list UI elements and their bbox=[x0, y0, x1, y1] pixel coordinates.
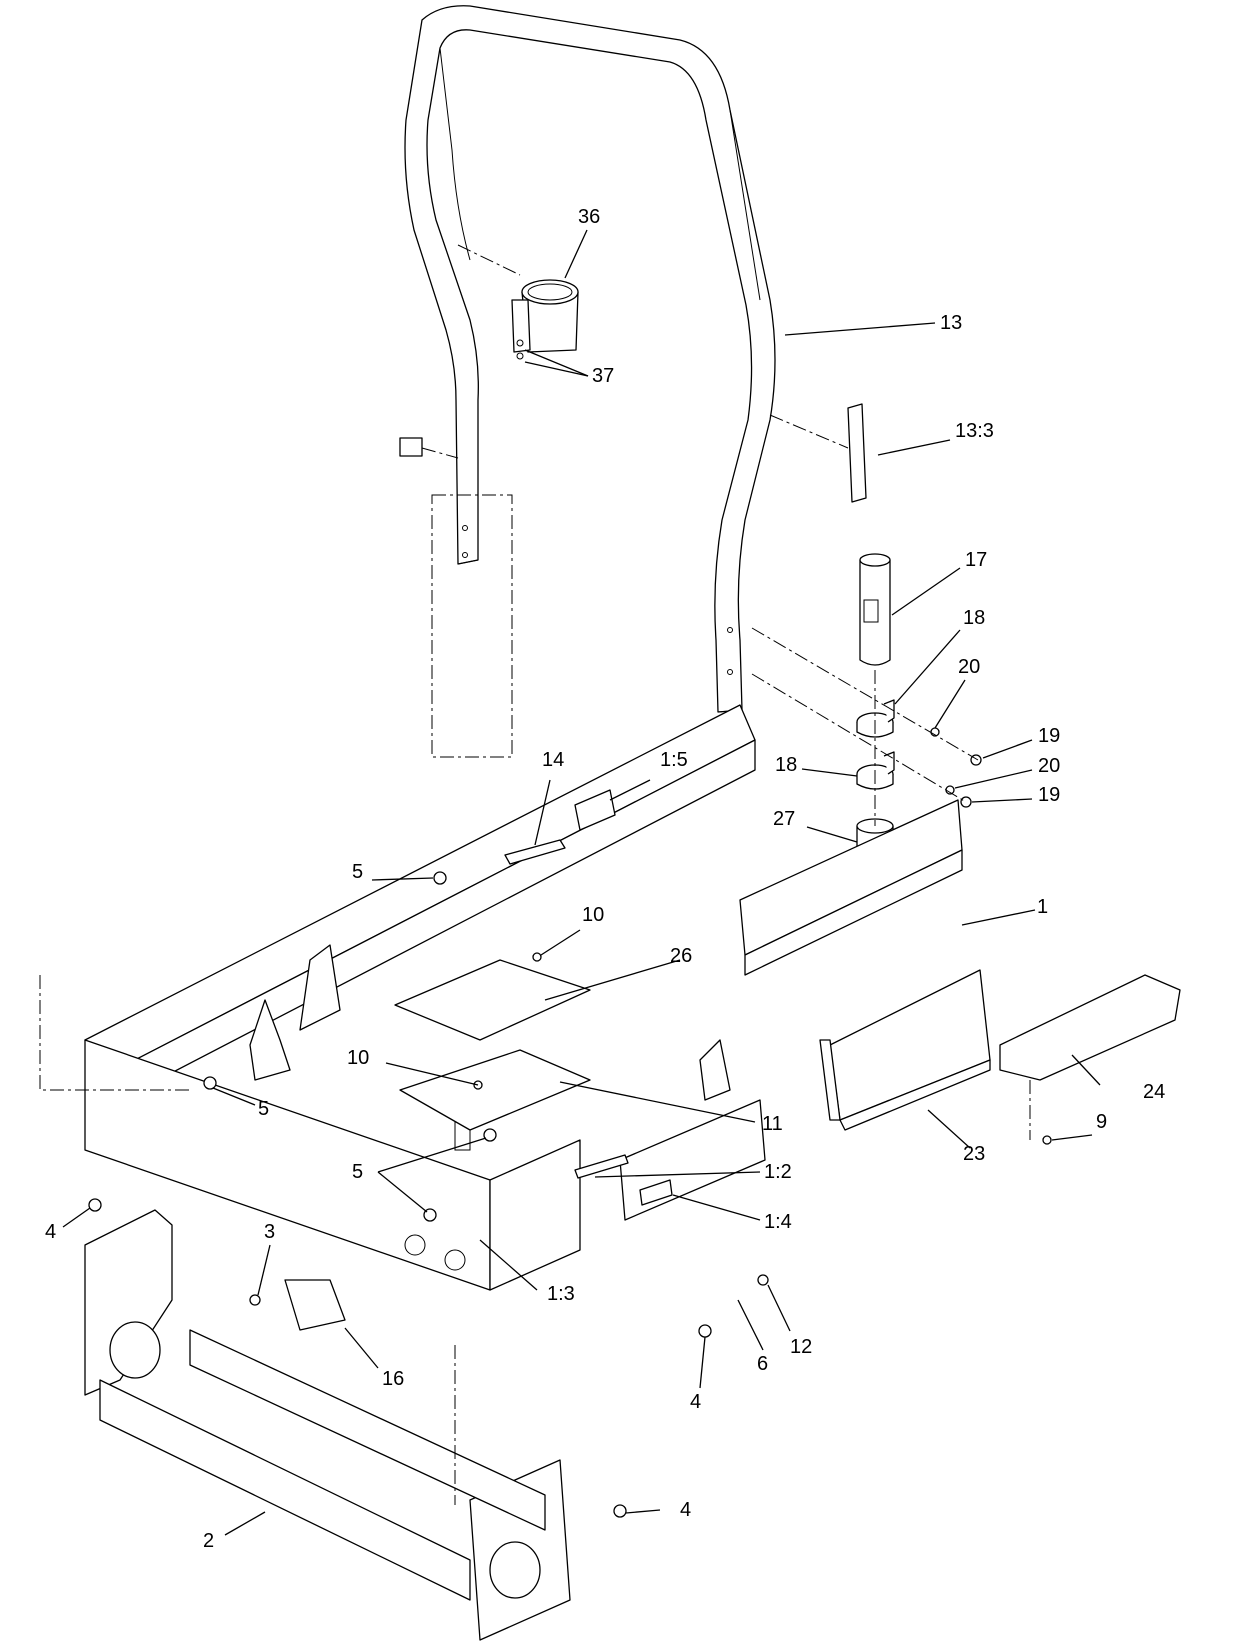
decal-1-5 bbox=[574, 789, 616, 831]
callout-12: 12 bbox=[790, 1336, 812, 1358]
callout-10-upper: 10 bbox=[582, 904, 604, 926]
callout-4-left: 4 bbox=[45, 1221, 56, 1243]
callout-1-2: 1:2 bbox=[764, 1161, 792, 1183]
callout-14: 14 bbox=[542, 749, 564, 771]
decal-small bbox=[399, 437, 423, 457]
cup-holder bbox=[511, 279, 579, 360]
callout-16: 16 bbox=[382, 1368, 404, 1390]
battery-box bbox=[819, 969, 991, 1131]
callout-4-bottom: 4 bbox=[680, 1499, 691, 1521]
callout-6: 6 bbox=[757, 1353, 768, 1375]
callout-18-bottom: 18 bbox=[775, 754, 797, 776]
callout-18-top: 18 bbox=[963, 607, 985, 629]
rod-14 bbox=[504, 839, 566, 865]
plate-11 bbox=[399, 1049, 591, 1131]
callout-9: 9 bbox=[1096, 1111, 1107, 1133]
callout-1-5: 1:5 bbox=[660, 749, 688, 771]
callout-1-4: 1:4 bbox=[764, 1211, 792, 1233]
callout-4-middle: 4 bbox=[690, 1391, 701, 1413]
callout-11: 11 bbox=[762, 1113, 783, 1135]
callout-5-left: 5 bbox=[258, 1098, 269, 1120]
callout-27: 27 bbox=[773, 808, 795, 830]
callout-2: 2 bbox=[203, 1530, 214, 1552]
callout-1: 1 bbox=[1037, 896, 1048, 918]
callout-5-lower: 5 bbox=[352, 1161, 363, 1183]
leader-lines bbox=[62, 229, 1101, 1536]
callout-26: 26 bbox=[670, 945, 692, 967]
callout-19-bottom: 19 bbox=[1038, 784, 1060, 806]
callout-5-upper: 5 bbox=[352, 861, 363, 883]
decal-1-4 bbox=[639, 1179, 673, 1206]
dash-box-rollbar bbox=[431, 494, 513, 758]
callout-3: 3 bbox=[264, 1221, 275, 1243]
callout-19-top: 19 bbox=[1038, 725, 1060, 747]
callout-17: 17 bbox=[965, 549, 987, 571]
callout-labels: 36 13 37 13:3 17 18 20 19 18 20 19 27 14… bbox=[45, 206, 1165, 1552]
callout-23: 23 bbox=[963, 1143, 985, 1165]
rear-bracket bbox=[84, 1209, 571, 1641]
callout-13-3: 13:3 bbox=[955, 420, 994, 442]
callout-1-3: 1:3 bbox=[547, 1283, 575, 1305]
callout-20-top: 20 bbox=[958, 656, 980, 678]
callout-13: 13 bbox=[940, 312, 962, 334]
callout-20-bottom: 20 bbox=[1038, 755, 1060, 777]
callout-24: 24 bbox=[1143, 1081, 1165, 1103]
main-frame bbox=[84, 704, 963, 1291]
cover-24 bbox=[999, 974, 1181, 1081]
plate-26 bbox=[394, 959, 591, 1041]
tie-loop-16 bbox=[284, 1279, 346, 1331]
callout-10-lower: 10 bbox=[347, 1047, 369, 1069]
callout-37: 37 bbox=[592, 365, 614, 387]
decal-13-3 bbox=[847, 403, 867, 503]
roll-bar bbox=[404, 5, 776, 713]
callout-36: 36 bbox=[578, 206, 600, 228]
pipe-1-2 bbox=[574, 1154, 629, 1179]
